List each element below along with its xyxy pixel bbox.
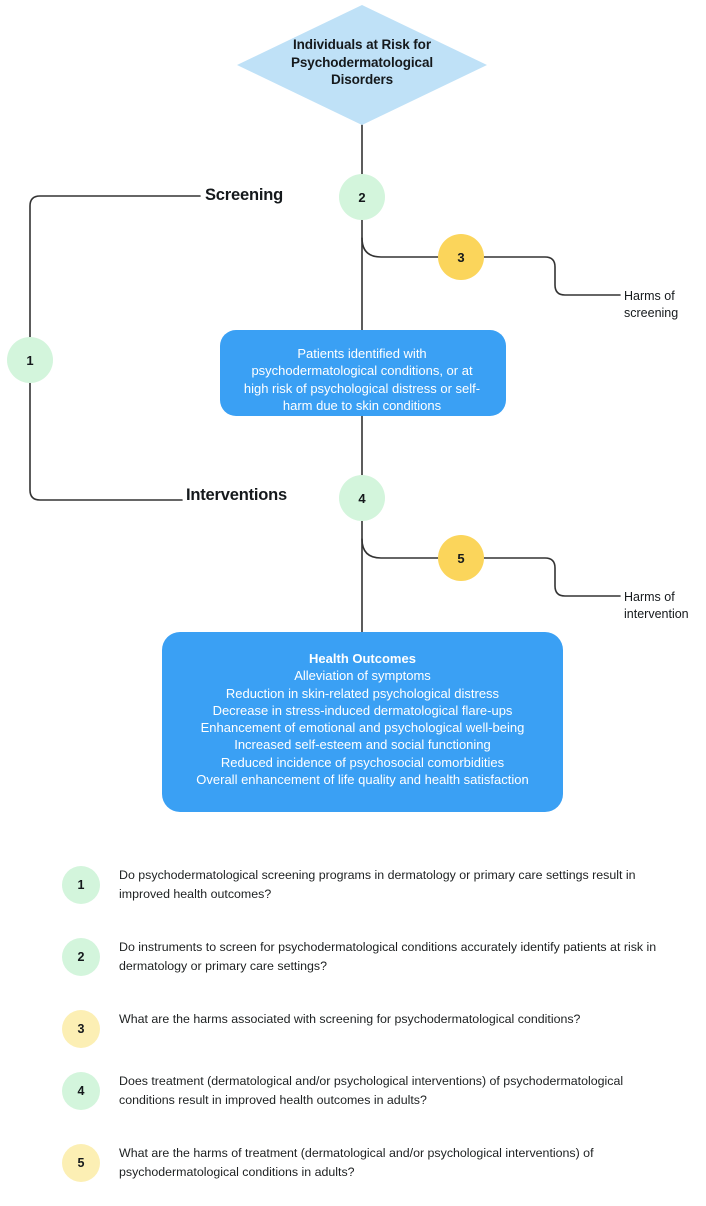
kq-circle-5-number: 5 — [457, 551, 465, 566]
line-kq1-bracket-top — [29, 195, 201, 339]
harms-intervention-line-1: Harms of — [624, 590, 675, 604]
kq-circle-1[interactable] — [7, 337, 53, 383]
line-to-kq5 — [361, 538, 439, 559]
harms-screening-line-1: Harms of — [624, 289, 675, 303]
harms-of-screening-label: Harms of screening — [624, 288, 678, 322]
legend-item-5[interactable]: 5 What are the harms of treatment (derma… — [62, 1142, 682, 1182]
legend-item-2[interactable]: 2 Do instruments to screen for psychoder… — [62, 936, 682, 976]
intermediate-line-1: Patients identified with — [297, 346, 427, 361]
key-questions-legend: 1 Do psychodermatological screening prog… — [0, 846, 706, 1206]
intermediate-outcome-text: Patients identified with psychodermatolo… — [224, 345, 500, 414]
health-outcomes-title: Health Outcomes — [309, 651, 416, 666]
kq-circle-1-number: 1 — [26, 353, 34, 368]
legend-question-3: What are the harms associated with scree… — [119, 1012, 581, 1026]
health-outcomes-text: Health Outcomes Alleviation of symptoms … — [166, 650, 559, 788]
health-outcome-item-3: Decrease in stress-induced dermatologica… — [212, 702, 513, 718]
legend-question-2: Do instruments to screen for psychoderma… — [119, 940, 657, 973]
framework-svg — [7, 5, 621, 812]
intermediate-line-2: psychodermatological conditions, or at — [251, 363, 473, 379]
harms-of-intervention-label: Harms of intervention — [624, 589, 689, 623]
health-outcome-item-4: Enhancement of emotional and psychologic… — [200, 720, 525, 736]
line-kq5-to-harms-intervention — [483, 557, 621, 597]
kq-circle-4[interactable] — [339, 475, 385, 521]
legend-item-4[interactable]: 4 Does treatment (dermatological and/or … — [62, 1070, 682, 1110]
legend-item-3[interactable]: 3 What are the harms associated with scr… — [62, 1008, 682, 1048]
stage-label-screening: Screening — [205, 186, 283, 204]
harms-intervention-line-2: intervention — [624, 606, 689, 621]
legend-question-5: What are the harms of treatment (dermato… — [119, 1146, 594, 1179]
intermediate-line-4: harm due to skin conditions — [282, 397, 442, 413]
line-to-kq3 — [361, 237, 439, 258]
health-outcomes-box — [162, 632, 563, 812]
harms-screening-line-2: screening — [624, 305, 679, 320]
health-outcome-item-1: Alleviation of symptoms — [294, 668, 431, 684]
kq-circle-2-number: 2 — [358, 190, 366, 205]
legend-badge-1: 1 — [62, 866, 100, 904]
population-diamond — [237, 5, 487, 125]
health-outcome-item-7: Overall enhancement of life quality and … — [196, 771, 529, 787]
legend-question-1: Do psychodermatological screening progra… — [119, 868, 636, 901]
stage-label-interventions: Interventions — [186, 486, 288, 504]
legend-badge-3: 3 — [62, 1010, 100, 1048]
intermediate-outcome-box — [220, 330, 506, 416]
health-outcome-item-6: Reduced incidence of psychosocial comorb… — [220, 754, 505, 770]
kq-circle-5[interactable] — [438, 535, 484, 581]
line-kq3-to-harms-screening — [483, 256, 621, 296]
health-outcome-item-5: Increased self-esteem and social functio… — [234, 737, 491, 753]
analytic-framework-diagram: Individuals at Risk for Psychodermatolog… — [7, 5, 689, 812]
intermediate-line-3: high risk of psychological distress or s… — [243, 380, 481, 396]
kq-circle-4-number: 4 — [358, 491, 366, 506]
legend-badge-2: 2 — [62, 938, 100, 976]
line-kq1-bracket-bottom — [29, 381, 183, 501]
legend-question-4: Does treatment (dermatological and/or ps… — [119, 1074, 624, 1107]
legend-badge-5: 5 — [62, 1144, 100, 1182]
legend-item-1[interactable]: 1 Do psychodermatological screening prog… — [62, 864, 682, 904]
connector-lines — [29, 124, 621, 633]
legend-badge-4: 4 — [62, 1072, 100, 1110]
kq-circle-3-number: 3 — [457, 250, 465, 265]
kq-circle-2[interactable] — [339, 174, 385, 220]
kq-circle-3[interactable] — [438, 234, 484, 280]
health-outcome-item-2: Reduction in skin-related psychological … — [225, 685, 500, 701]
